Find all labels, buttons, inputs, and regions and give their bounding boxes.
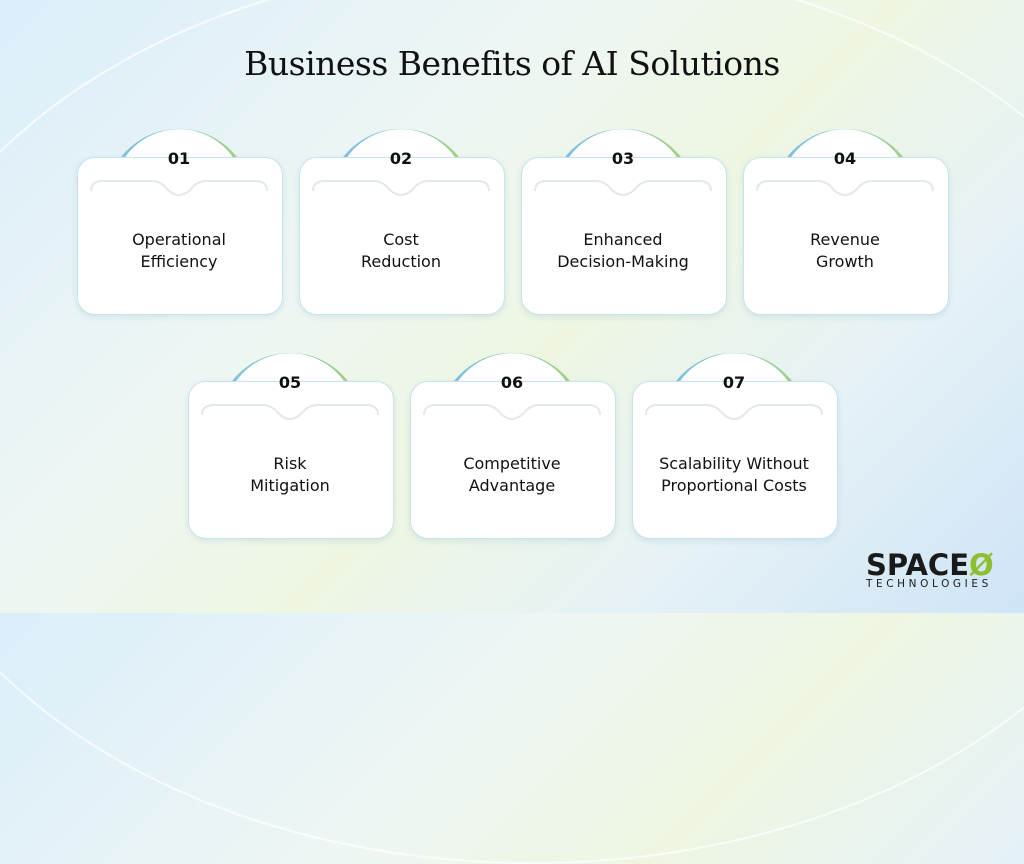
- card-body: [521, 157, 727, 315]
- card-number: 06: [500, 373, 524, 392]
- page-title: Business Benefits of AI Solutions: [244, 44, 780, 83]
- card-number: 05: [278, 373, 302, 392]
- logo-mark-icon: Ø: [969, 548, 994, 582]
- card-body: [188, 381, 394, 539]
- card-body: [299, 157, 505, 315]
- card-notch-divider: [534, 180, 712, 196]
- card-number: 07: [722, 373, 746, 392]
- logo-tagline: TECHNOLOGIES: [866, 578, 992, 590]
- logo-wordmark: SPACE: [866, 548, 970, 582]
- card-body: [410, 381, 616, 539]
- card-notch-divider: [90, 180, 268, 196]
- company-logo: SPACEØ TECHNOLOGIES: [866, 548, 994, 590]
- card-notch-divider: [645, 404, 823, 420]
- card-notch-divider: [201, 404, 379, 420]
- card-body: [743, 157, 949, 315]
- card-body: [77, 157, 283, 315]
- card-notch-divider: [312, 180, 490, 196]
- card-number: 01: [167, 149, 191, 168]
- card-number: 04: [833, 149, 857, 168]
- card-number: 03: [611, 149, 635, 168]
- card-body: [632, 381, 838, 539]
- card-notch-divider: [423, 404, 601, 420]
- card-number: 02: [389, 149, 413, 168]
- card-notch-divider: [756, 180, 934, 196]
